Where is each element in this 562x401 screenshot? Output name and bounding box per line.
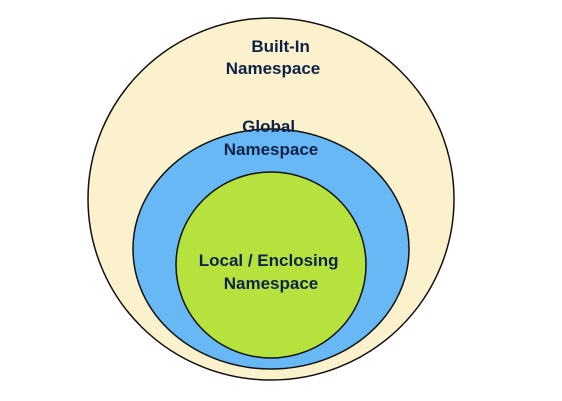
local-label-line-1: Local / Enclosing xyxy=(199,251,339,270)
global-label-line-2: Namespace xyxy=(224,140,319,159)
built-in-namespace-label: Built-In Namespace xyxy=(226,37,321,78)
global-label-line-1: Global xyxy=(242,117,295,136)
built-in-label-line-2: Namespace xyxy=(226,59,321,78)
local-enclosing-namespace-label: Local / Enclosing Namespace xyxy=(199,251,344,293)
global-namespace-label: Global Namespace xyxy=(224,117,319,159)
local-label-line-2: Namespace xyxy=(224,274,319,293)
local-enclosing-namespace-circle xyxy=(175,171,367,359)
built-in-label-line-1: Built-In xyxy=(251,37,310,56)
